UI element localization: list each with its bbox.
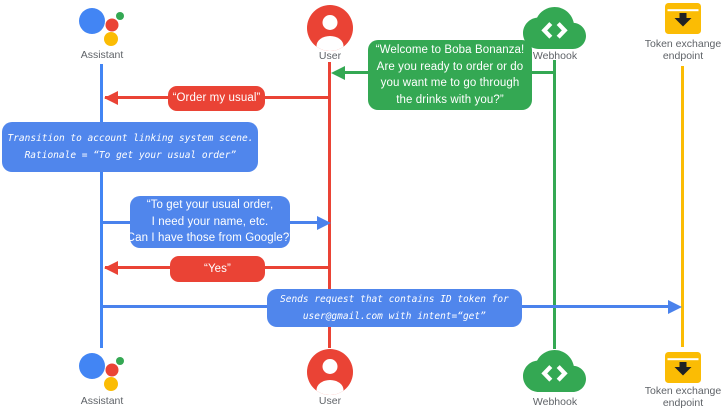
webhook-label-bottom: Webhook <box>532 396 578 408</box>
token-endpoint-lifeline <box>681 66 684 347</box>
user-label-top: User <box>318 50 342 62</box>
token-endpoint-icon <box>665 3 701 34</box>
assistant-lifeline <box>100 64 103 348</box>
webhook-lifeline <box>553 60 556 349</box>
webhook-label-top: Webhook <box>532 50 578 62</box>
yes-arrowhead <box>104 260 118 275</box>
welcome-arrowhead <box>331 65 345 80</box>
token-endpoint-icon <box>665 352 701 383</box>
token-endpoint-label-top: Token exchange endpoint <box>644 38 722 62</box>
webhook-cloud-icon <box>523 350 586 392</box>
assistant-label-top: Assistant <box>80 49 124 61</box>
user-label-bottom: User <box>318 395 342 407</box>
token-endpoint-label-bottom: Token exchange endpoint <box>644 385 722 409</box>
assistant-logo-icon <box>79 353 124 391</box>
assistant-logo-icon <box>79 8 124 46</box>
sends-request-note: Sends request that contains ID token for… <box>267 289 522 327</box>
user-icon <box>307 5 353 51</box>
need-info-arrowhead <box>317 215 331 230</box>
user-icon <box>307 349 353 395</box>
yes-message-bubble: “Yes” <box>170 256 265 282</box>
sends-request-arrowhead <box>668 299 682 314</box>
need-info-message-bubble: “To get your usual order,I need your nam… <box>127 196 293 248</box>
assistant-label-bottom: Assistant <box>80 395 124 407</box>
welcome-message-bubble: “Welcome to Boba Bonanza!Are you ready t… <box>368 40 532 110</box>
order-usual-message-bubble: “Order my usual” <box>168 86 265 111</box>
webhook-cloud-icon <box>523 7 586 49</box>
user-lifeline <box>328 62 331 348</box>
transition-note: Transition to account linking system sce… <box>2 122 258 172</box>
order-usual-arrowhead <box>104 90 118 105</box>
